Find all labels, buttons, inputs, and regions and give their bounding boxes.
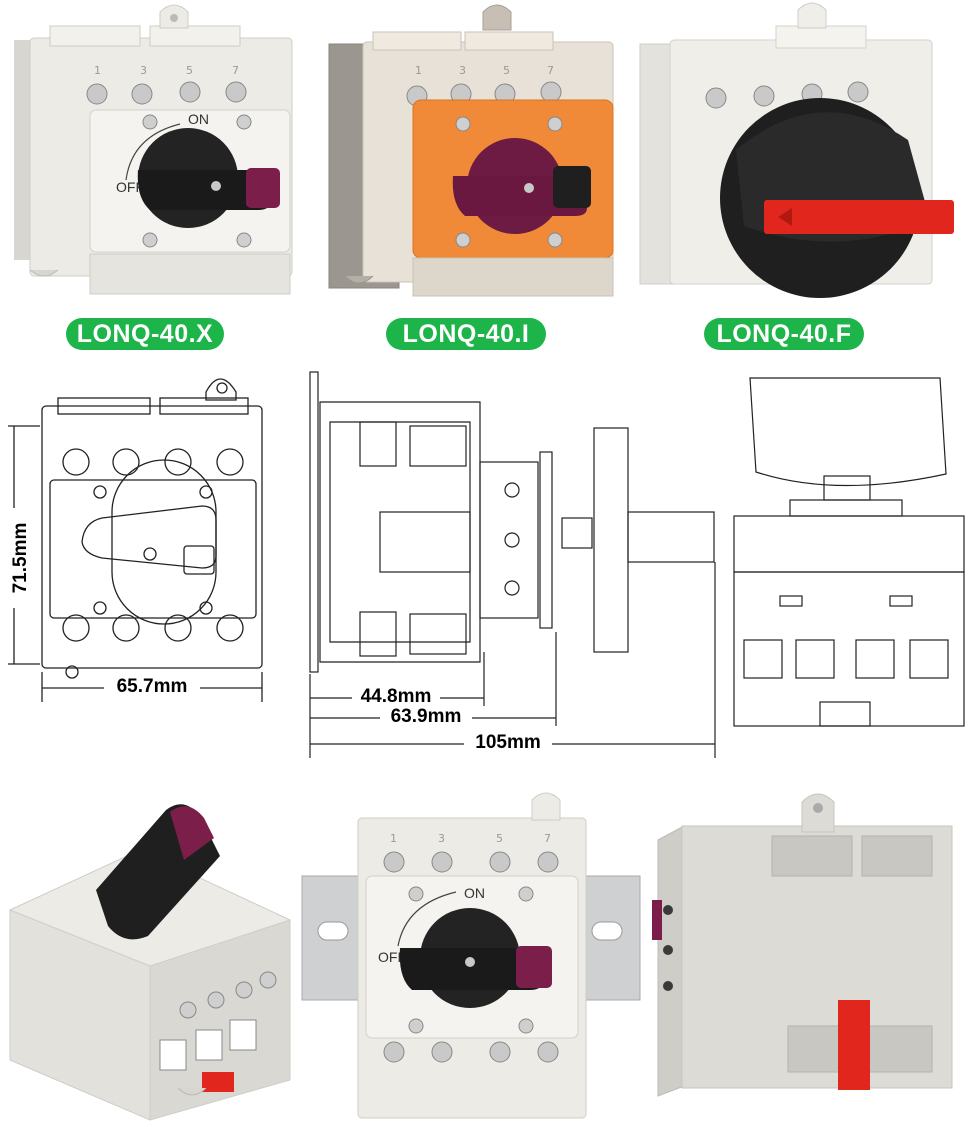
- terminal-label: 3: [140, 64, 147, 77]
- depth-body-label: 44.8mm: [352, 686, 440, 708]
- terminal-label: 1: [390, 832, 397, 845]
- photo-rear-view: [652, 793, 953, 1097]
- depth-total-label: 105mm: [464, 732, 552, 754]
- terminal-label: 3: [459, 64, 466, 77]
- terminal-label: 3: [438, 832, 445, 845]
- model-pill-lonq-40f: LONQ-40.F: [704, 318, 864, 350]
- front-view-f-drawing: [733, 377, 965, 727]
- side-section-drawing: [309, 371, 716, 758]
- model-pill-lonq-40i: LONQ-40.I: [386, 318, 546, 350]
- photo-lonq-40i: 1 3 5 7: [328, 4, 614, 297]
- model-pill-lonq-40x: LONQ-40.X: [66, 318, 224, 350]
- on-label: ON: [188, 111, 209, 127]
- front-view-drawing: [8, 378, 263, 702]
- terminal-label: 1: [415, 64, 422, 77]
- terminal-label: 7: [232, 64, 239, 77]
- terminal-label: 7: [547, 64, 554, 77]
- terminal-label: 5: [503, 64, 510, 77]
- photo-lonq-40x: 1 3 5 7 ON OFF: [14, 4, 293, 295]
- on-label: ON: [464, 885, 485, 901]
- off-label: OFF: [378, 949, 406, 965]
- height-dimension-label: 71.5mm: [10, 508, 34, 608]
- width-dimension-label: 65.7mm: [104, 676, 200, 700]
- terminal-label: 5: [496, 832, 503, 845]
- off-label: OFF: [116, 179, 144, 195]
- photo-lonq-40f: [639, 2, 954, 298]
- depth-plate-label: 63.9mm: [380, 706, 472, 728]
- terminal-label: 1: [94, 64, 101, 77]
- photo-angled-view: [9, 804, 291, 1121]
- terminal-label: 5: [186, 64, 193, 77]
- photo-din-rail-view: 1 3 5 7 ON OFF: [301, 792, 641, 1119]
- terminal-label: 7: [544, 832, 551, 845]
